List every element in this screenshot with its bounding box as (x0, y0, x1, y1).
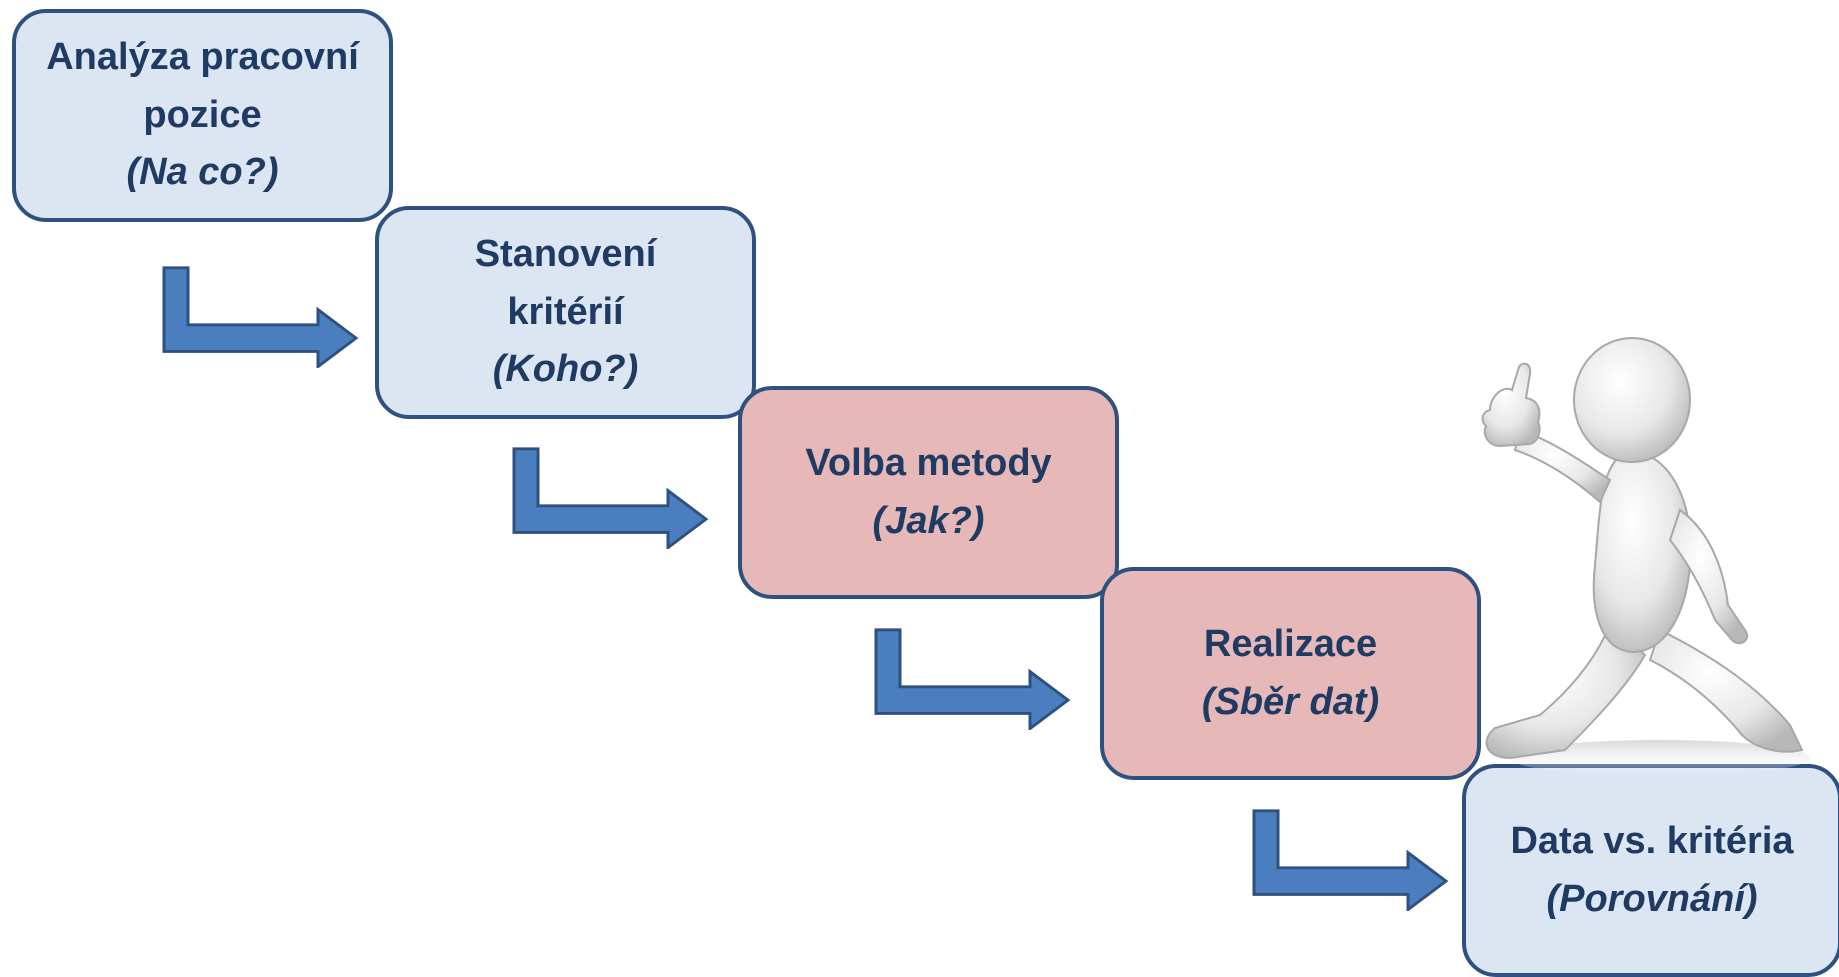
step-method-title: Volba metody (805, 441, 1052, 484)
bent-arrow-icon (874, 628, 1071, 730)
step-realization-title: Realizace (1203, 622, 1378, 665)
bent-arrow-icon (162, 266, 359, 368)
step-criteria: Stanovení kritérií (Koho?) (375, 206, 756, 419)
step-analysis-question: (Na co?) (126, 151, 279, 194)
bent-arrow-icon (1252, 809, 1449, 911)
bent-arrow-icon (512, 447, 709, 549)
step-comparison-question: (Porovnání) (1546, 877, 1758, 920)
step-analysis: Analýza pracovní pozice (Na co?) (12, 9, 393, 222)
step-analysis-title: Analýza pracovní pozice (46, 35, 359, 136)
step-criteria-title: Stanovení kritérií (474, 232, 657, 333)
thumbs-up-person-icon (1481, 337, 1810, 776)
step-realization: Realizace (Sběr dat) (1100, 567, 1481, 780)
step-method: Volba metody (Jak?) (738, 386, 1119, 599)
step-comparison: Data vs. kritéria (Porovnání) (1462, 764, 1839, 977)
step-criteria-question: (Koho?) (492, 348, 639, 391)
step-method-question: (Jak?) (872, 499, 985, 542)
step-realization-question: (Sběr dat) (1201, 680, 1380, 723)
step-comparison-title: Data vs. kritéria (1510, 819, 1794, 862)
